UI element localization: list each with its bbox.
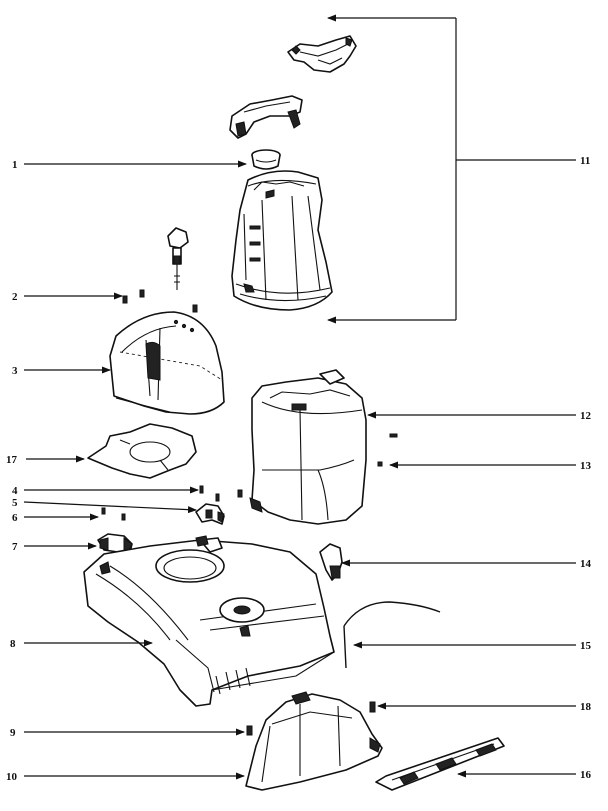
plug-18 — [369, 701, 376, 713]
callout-4: 4 — [12, 485, 18, 497]
handle-arm — [229, 95, 303, 139]
leader-lines — [23, 14, 576, 780]
callout-10: 10 — [6, 771, 18, 783]
gasket — [87, 423, 197, 479]
callout-14: 14 — [580, 558, 592, 570]
callout-8: 8 — [10, 638, 16, 650]
base-housing — [83, 535, 335, 707]
callout-11: 11 — [580, 155, 590, 167]
valve-pin — [167, 227, 189, 290]
callout-1: 1 — [12, 159, 18, 171]
brush-strip — [375, 737, 505, 791]
callout-15: 15 — [580, 640, 592, 652]
callout-2: 2 — [12, 291, 18, 303]
callout-16: 16 — [580, 769, 592, 781]
callout-7: 7 — [12, 541, 18, 553]
callout-labels: 1 2 3 17 4 5 6 7 8 9 10 11 12 13 14 15 1… — [6, 155, 592, 783]
callout-12: 12 — [580, 410, 592, 422]
callout-6: 6 — [12, 512, 18, 524]
callout-18: 18 — [580, 701, 592, 713]
motor-cover — [109, 311, 225, 415]
clip-9 — [246, 725, 253, 736]
callout-13: 13 — [580, 460, 592, 472]
nozzle — [245, 691, 383, 791]
knob — [319, 543, 343, 581]
callout-3: 3 — [12, 365, 18, 377]
cap — [251, 149, 281, 170]
small-screws — [122, 289, 198, 313]
screw-13 — [377, 433, 398, 467]
lower-tank — [249, 369, 367, 525]
callout-5: 5 — [12, 497, 18, 509]
bracket — [195, 503, 225, 525]
callout-17: 17 — [6, 454, 18, 466]
hose — [343, 601, 441, 669]
fasteners — [101, 485, 243, 521]
latch — [97, 533, 133, 553]
tank — [231, 170, 333, 311]
handle-top-grip — [287, 35, 357, 73]
callout-9: 9 — [10, 727, 16, 739]
